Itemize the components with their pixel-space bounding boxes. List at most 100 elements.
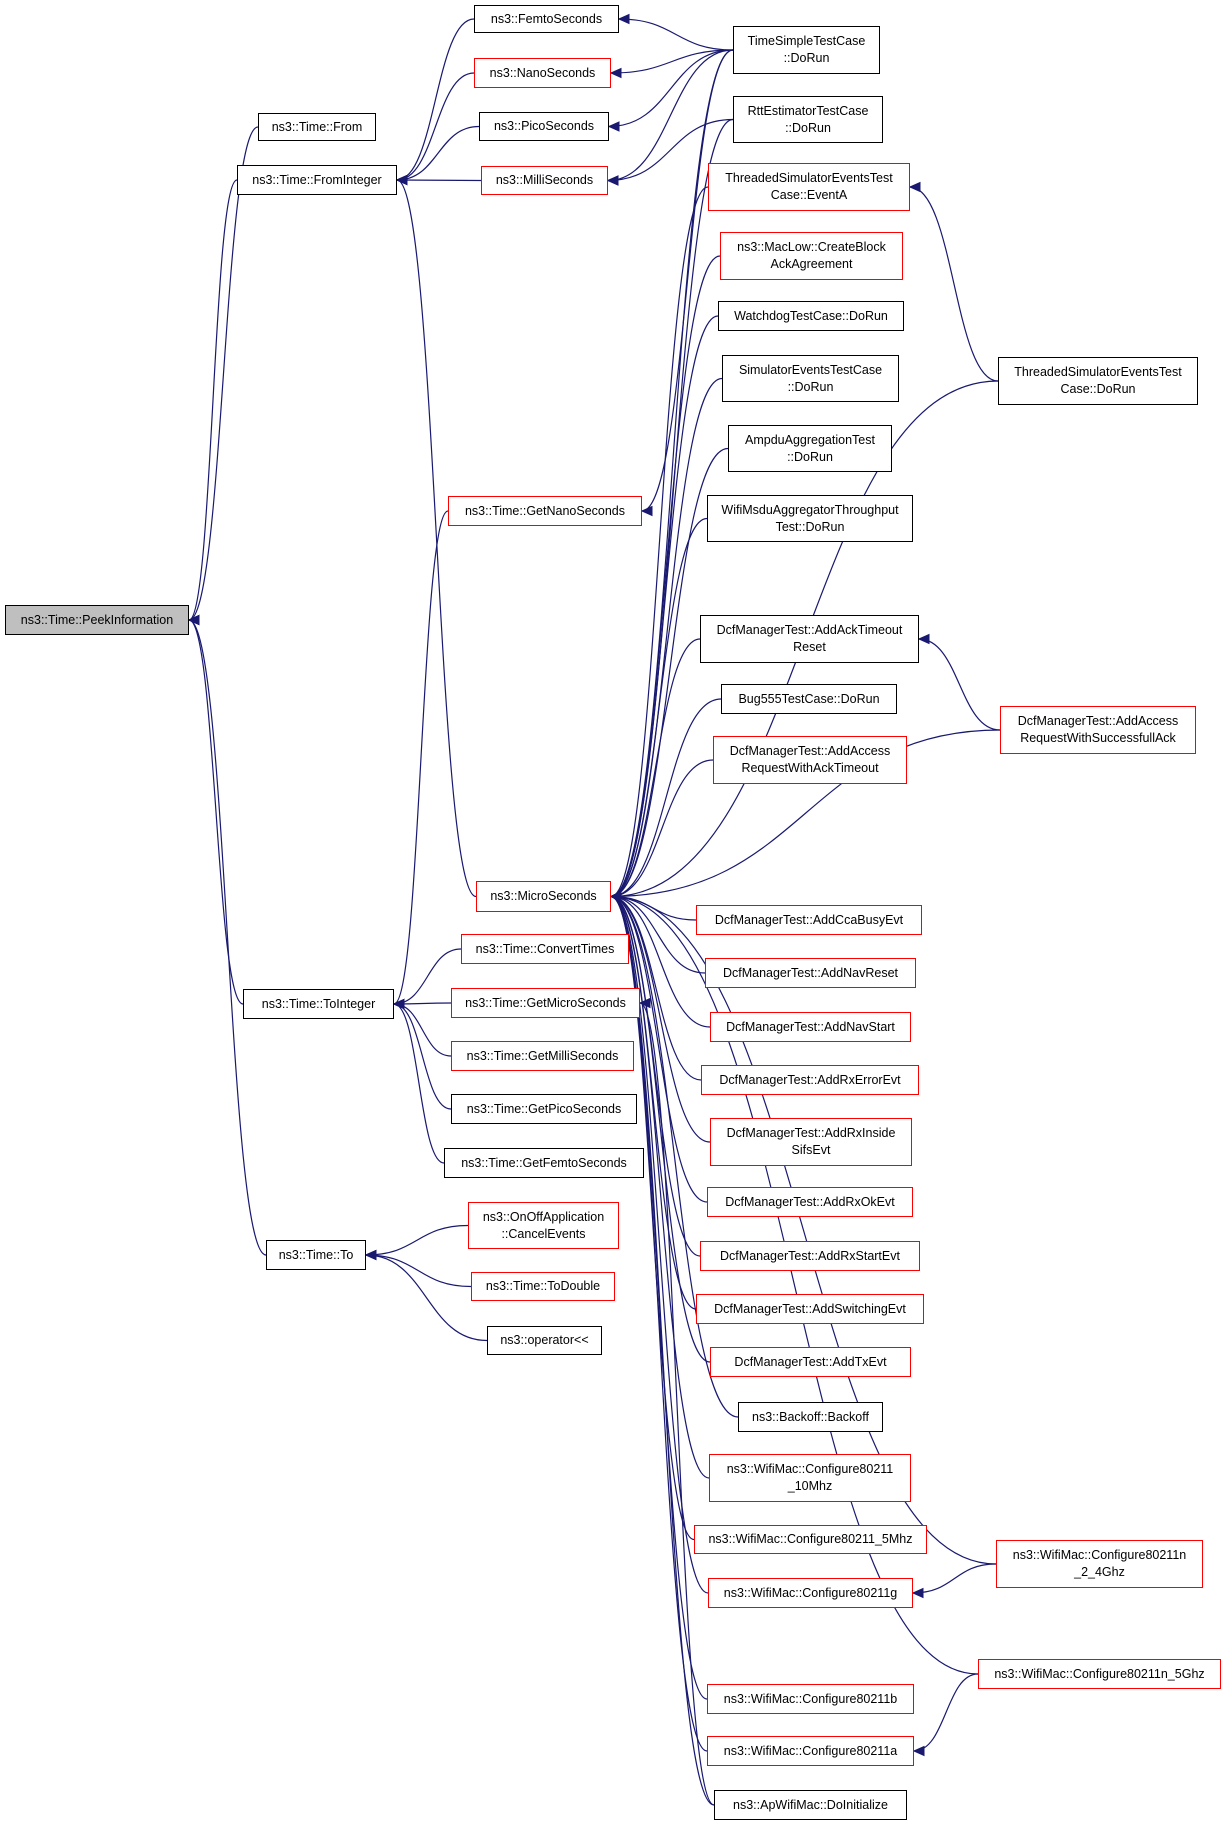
node-maclow[interactable]: ns3::MacLow::CreateBlock AckAgreement [720, 232, 903, 280]
edge-backoff-to-micro [610, 895, 739, 1418]
arrowhead-fromint-8 [395, 174, 408, 186]
edge-dcfreqsucc-to-micro [610, 729, 1001, 898]
edge-apinit-to-getmicro [639, 1002, 715, 1806]
node-tsevrun[interactable]: ThreadedSimulatorEventsTest Case::DoRun [998, 357, 1198, 405]
edge-timesimple-to-nano [610, 49, 734, 74]
node-getmicro[interactable]: ns3::Time::GetMicroSeconds [451, 988, 640, 1018]
node-switching[interactable]: DcfManagerTest::AddSwitchingEvt [696, 1294, 924, 1324]
node-peek[interactable]: ns3::Time::PeekInformation [5, 605, 189, 635]
node-to[interactable]: ns3::Time::To [266, 1240, 366, 1270]
edge-to-to-peek [188, 619, 267, 1256]
node-dcfack[interactable]: DcfManagerTest::AddAckTimeout Reset [700, 615, 919, 663]
edge-navstart-to-micro [610, 895, 711, 1028]
edge-getfemto-to-toint [393, 1003, 445, 1164]
edge-femto-to-fromint [396, 18, 475, 181]
node-rxinside[interactable]: DcfManagerTest::AddRxInside SifsEvt [710, 1118, 912, 1166]
edge-timesimple-to-pico [608, 49, 734, 128]
edge-cfgn5-to-micro [610, 895, 979, 1675]
node-cca[interactable]: DcfManagerTest::AddCcaBusyEvt [696, 905, 922, 935]
edge-rxinside-to-micro [610, 895, 711, 1143]
node-getnano[interactable]: ns3::Time::GetNanoSeconds [448, 496, 642, 526]
edge-dcfreqsucc-to-dcfack [918, 638, 1001, 731]
node-backoff[interactable]: ns3::Backoff::Backoff [738, 1402, 883, 1432]
edge-dcfreqato-to-micro [610, 759, 714, 898]
node-dcfreqato[interactable]: DcfManagerTest::AddAccess RequestWithAck… [713, 736, 907, 784]
node-cfgn5[interactable]: ns3::WifiMac::Configure80211n_5Ghz [978, 1659, 1221, 1689]
node-watchdog[interactable]: WatchdogTestCase::DoRun [718, 301, 904, 331]
edge-fromint-to-peek [188, 179, 238, 621]
edge-onoff-to-to [365, 1224, 469, 1256]
arrowhead-pico-11 [607, 121, 620, 132]
node-dcfreqsucc[interactable]: DcfManagerTest::AddAccess RequestWithSuc… [1000, 706, 1196, 754]
edge-tsevA-to-micro [610, 186, 709, 898]
edge-cfg10-to-micro [610, 895, 710, 1479]
node-txevt[interactable]: DcfManagerTest::AddTxEvt [710, 1347, 911, 1377]
edge-navreset-to-micro [610, 895, 706, 974]
arrowhead-getmicro-55 [638, 997, 651, 1009]
node-rxerr[interactable]: DcfManagerTest::AddRxErrorEvt [701, 1065, 919, 1095]
node-apinit[interactable]: ns3::ApWifiMac::DoInitialize [714, 1790, 907, 1820]
edge-txevt-to-micro [610, 895, 711, 1363]
edge-timesimple-to-femto [618, 18, 734, 51]
edge-pico-to-fromint [396, 125, 480, 181]
node-navstart[interactable]: DcfManagerTest::AddNavStart [710, 1012, 911, 1042]
edge-timesimple-to-milli [607, 49, 734, 182]
node-cfg5[interactable]: ns3::WifiMac::Configure80211_5Mhz [694, 1525, 927, 1554]
node-getmilli[interactable]: ns3::Time::GetMilliSeconds [451, 1041, 634, 1071]
edge-toint-to-peek [188, 619, 244, 1005]
node-toint[interactable]: ns3::Time::ToInteger [243, 989, 394, 1019]
edge-cfgg-to-micro [610, 895, 709, 1594]
arrowhead-femto-9 [617, 13, 630, 25]
edge-oplt-to-to [365, 1254, 488, 1342]
edge-bug555-to-micro [610, 698, 722, 898]
arrowhead-micro-54 [609, 891, 622, 902]
node-getpico[interactable]: ns3::Time::GetPicoSeconds [451, 1094, 637, 1124]
arrowhead-milli-13 [606, 175, 619, 186]
node-cfgb[interactable]: ns3::WifiMac::Configure80211b [707, 1684, 914, 1714]
node-bug555[interactable]: Bug555TestCase::DoRun [721, 684, 897, 714]
edge-dcfack-to-micro [610, 638, 701, 898]
node-cfgn24[interactable]: ns3::WifiMac::Configure80211n _2_4Ghz [996, 1540, 1203, 1588]
node-milli[interactable]: ns3::MilliSeconds [481, 166, 608, 195]
edge-tsevrun-to-tsevA [909, 186, 999, 382]
arrowhead-peek-3 [187, 614, 200, 626]
node-msdu[interactable]: WifiMsduAggregatorThroughput Test::DoRun [707, 495, 913, 542]
node-micro[interactable]: ns3::MicroSeconds [476, 881, 611, 912]
arrowhead-nano-10 [609, 67, 622, 79]
node-rxok[interactable]: DcfManagerTest::AddRxOkEvt [707, 1187, 913, 1217]
node-rxstart[interactable]: DcfManagerTest::AddRxStartEvt [700, 1241, 920, 1271]
node-rtt[interactable]: RttEstimatorTestCase ::DoRun [733, 96, 883, 143]
node-from[interactable]: ns3::Time::From [258, 113, 376, 141]
edge-nano-to-fromint [396, 72, 475, 181]
edge-apinit-to-micro [610, 895, 715, 1806]
edge-msdu-to-micro [610, 517, 708, 898]
arrowhead-to-23 [364, 1249, 377, 1261]
edge-rtt-to-milli [607, 118, 734, 182]
node-nano[interactable]: ns3::NanoSeconds [474, 58, 611, 88]
node-pico[interactable]: ns3::PicoSeconds [479, 112, 609, 141]
node-timesimple[interactable]: TimeSimpleTestCase ::DoRun [733, 26, 880, 74]
edge-watchdog-to-micro [610, 315, 719, 898]
node-navreset[interactable]: DcfManagerTest::AddNavReset [705, 958, 916, 988]
node-femto[interactable]: ns3::FemtoSeconds [474, 5, 619, 33]
edge-todouble-to-to [365, 1254, 472, 1288]
arrowhead-getnano-14 [640, 505, 653, 517]
node-oplt[interactable]: ns3::operator<< [487, 1326, 602, 1355]
node-ampdu[interactable]: AmpduAggregationTest ::DoRun [728, 425, 892, 472]
node-tsevA[interactable]: ThreadedSimulatorEventsTest Case::EventA [708, 163, 910, 211]
arrowhead-tsevA-56 [908, 181, 921, 193]
node-todouble[interactable]: ns3::Time::ToDouble [471, 1272, 615, 1301]
node-fromint[interactable]: ns3::Time::FromInteger [237, 165, 397, 195]
arrowhead-dcfack-57 [917, 633, 930, 645]
edge-cfgn24-to-cfgg [912, 1563, 997, 1594]
node-convert[interactable]: ns3::Time::ConvertTimes [461, 934, 629, 964]
arrowhead-toint-20 [392, 998, 405, 1010]
node-cfga[interactable]: ns3::WifiMac::Configure80211a [707, 1736, 914, 1766]
node-cfgg[interactable]: ns3::WifiMac::Configure80211g [708, 1578, 913, 1608]
node-cfg10[interactable]: ns3::WifiMac::Configure80211 _10Mhz [709, 1454, 911, 1502]
node-simev[interactable]: SimulatorEventsTestCase ::DoRun [722, 355, 899, 402]
node-getfemto[interactable]: ns3::Time::GetFemtoSeconds [444, 1148, 644, 1178]
node-onoff[interactable]: ns3::OnOffApplication ::CancelEvents [468, 1202, 619, 1249]
edge-milli-to-fromint [396, 179, 482, 182]
